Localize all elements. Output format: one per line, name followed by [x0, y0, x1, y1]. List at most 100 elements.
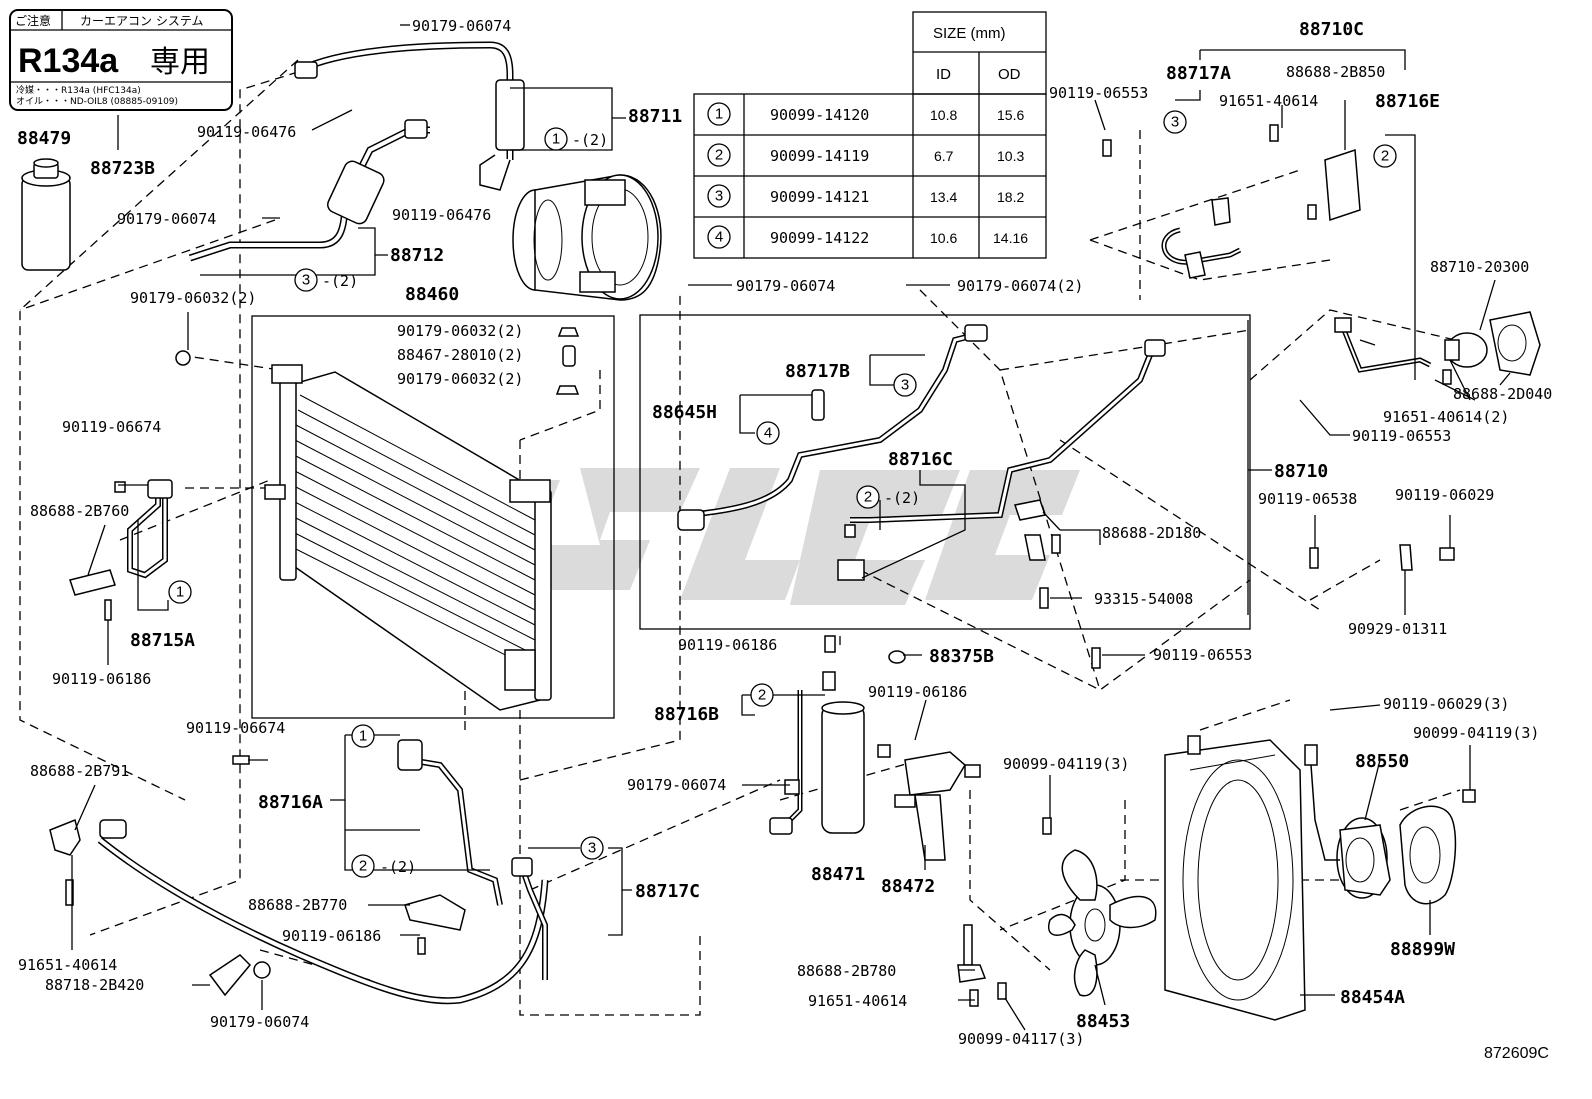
label-88688-2B760: 88688-2B760 [30, 502, 129, 520]
callout-suffix: -(2) [884, 489, 920, 507]
sticker-line1: 冷媒・・・R134a (HFC134a) [16, 84, 141, 96]
fan-motor [1304, 744, 1391, 899]
sticker-line2: オイル・・・ND-OIL8 (08885-09109) [16, 96, 178, 107]
fan-shroud [1164, 735, 1306, 1021]
callout-number: 4 [764, 425, 772, 442]
label-91651-40614: 91651-40614 [808, 992, 907, 1010]
callout-suffix: -(2) [572, 131, 608, 149]
discharge-pipe-88716A [397, 739, 503, 955]
motor-gasket [1399, 789, 1476, 905]
label-88688-2D040: 88688-2D040 [1453, 385, 1552, 403]
label-88645H: 88645H [652, 402, 717, 423]
callout-number: 1 [552, 131, 560, 148]
refrigerant-label-sticker: ご注意 カーエアコン システム R134a 専用 冷媒・・・R134a (HFC… [9, 9, 233, 111]
clip-fittings [888, 544, 1455, 669]
label-90119-06029: 90119-06029 [1395, 486, 1494, 504]
table-row-id: 10.6 [930, 230, 957, 246]
label-90179-06074: 90179-06074 [210, 1013, 309, 1031]
table-row-num: 3 [715, 188, 723, 205]
label-90119-06538: 90119-06538 [1258, 490, 1357, 508]
suction-hose [294, 41, 525, 191]
label-88716C: 88716C [888, 449, 953, 470]
sticker-exclusive: 専用 [150, 45, 210, 80]
label-90099-04117-3: 90099-04117(3) [958, 1030, 1084, 1048]
ac-compressor [512, 174, 662, 301]
label-90179-06074: 90179-06074 [627, 776, 726, 794]
label-88472: 88472 [881, 876, 935, 897]
callout-number: 2 [758, 687, 766, 704]
label-88717B: 88717B [785, 361, 850, 382]
label-88899W: 88899W [1390, 939, 1455, 960]
label-88550: 88550 [1355, 751, 1409, 772]
label-90119-06476: 90119-06476 [197, 123, 296, 141]
table-row-part: 90099-14122 [770, 229, 869, 247]
compressor-oil-can [21, 158, 71, 271]
diagram-code: 872609C [1484, 1045, 1549, 1062]
sticker-refrigerant: R134a [18, 42, 119, 80]
label-88712: 88712 [390, 245, 444, 266]
label-88710-20300: 88710-20300 [1430, 258, 1529, 276]
long-liquid-tube [49, 818, 549, 1005]
cooling-fan [1048, 849, 1157, 997]
label-88453: 88453 [1076, 1011, 1130, 1032]
label-88467-28010: 88467-28010(2) [397, 346, 523, 364]
label-88711: 88711 [628, 106, 682, 127]
part-labels: 88479 88723B 90179-06074 90119-06476 887… [17, 17, 1552, 1062]
label-91651-40614: 91651-40614 [1219, 92, 1318, 110]
table-header-size: SIZE (mm) [933, 25, 1006, 42]
label-88716E: 88716E [1375, 91, 1440, 112]
callout-suffix: -(2) [322, 272, 358, 290]
callout-number: 3 [588, 840, 596, 857]
label-88688-2B770: 88688-2B770 [248, 896, 347, 914]
sticker-system: カーエアコン システム [80, 14, 203, 28]
table-header-id: ID [936, 66, 951, 83]
label-93315-54008: 93315-54008 [1094, 590, 1193, 608]
label-88479: 88479 [17, 128, 71, 149]
table-header-od: OD [998, 66, 1021, 83]
leader-lines [71, 24, 1511, 1031]
label-90119-06553: 90119-06553 [1153, 646, 1252, 664]
callout-number: 1 [359, 728, 367, 745]
label-88716A: 88716A [258, 792, 323, 813]
table-row-od: 15.6 [997, 107, 1024, 123]
table-row-od: 10.3 [997, 148, 1024, 164]
label-88471: 88471 [811, 864, 865, 885]
table-row-num: 4 [715, 229, 723, 246]
label-88723B: 88723B [90, 158, 155, 179]
label-90119-06186: 90119-06186 [678, 636, 777, 654]
label-90119-06476: 90119-06476 [392, 206, 491, 224]
callout-number: 2 [864, 489, 872, 506]
watermark-logo [465, 468, 1080, 605]
dryer-bracket [877, 744, 981, 861]
label-90119-06674: 90119-06674 [186, 719, 285, 737]
receiver-dryer [769, 635, 865, 835]
condenser-box [251, 315, 615, 719]
label-90119-06186: 90119-06186 [282, 927, 381, 945]
callout-number: 3 [1171, 114, 1179, 131]
table-row-num: 2 [715, 147, 723, 164]
callout-number: 1 [176, 584, 184, 601]
label-90179-06032: 90179-06032(2) [130, 289, 256, 307]
label-90179-06074-2: 90179-06074(2) [957, 277, 1083, 295]
label-90099-04119-3: 90099-04119(3) [1003, 755, 1129, 773]
label-88688-2D180: 88688-2D180 [1102, 524, 1201, 542]
label-90119-06553: 90119-06553 [1049, 84, 1148, 102]
table-row-id: 6.7 [934, 148, 954, 164]
label-88688-2B850: 88688-2B850 [1286, 63, 1385, 81]
callout-number: 3 [302, 272, 310, 289]
table-row-id: 13.4 [930, 189, 957, 205]
label-88688-2B780: 88688-2B780 [797, 962, 896, 980]
condenser-mount-fittings [175, 327, 580, 395]
label-90179-06032: 90179-06032(2) [397, 322, 523, 340]
ac-condenser [264, 364, 552, 711]
table-row-part: 90099-14120 [770, 106, 869, 124]
label-88718-2B420: 88718-2B420 [45, 976, 144, 994]
liquid-pipe-88715A [69, 479, 173, 621]
label-90179-06074: 90179-06074 [736, 277, 835, 295]
table-row-od: 18.2 [997, 189, 1024, 205]
label-90119-06186: 90119-06186 [52, 670, 151, 688]
label-88375B: 88375B [929, 646, 994, 667]
label-91651-40614: 91651-40614 [18, 956, 117, 974]
label-90929-01311: 90929-01311 [1348, 620, 1447, 638]
label-90179-06032: 90179-06032(2) [397, 370, 523, 388]
